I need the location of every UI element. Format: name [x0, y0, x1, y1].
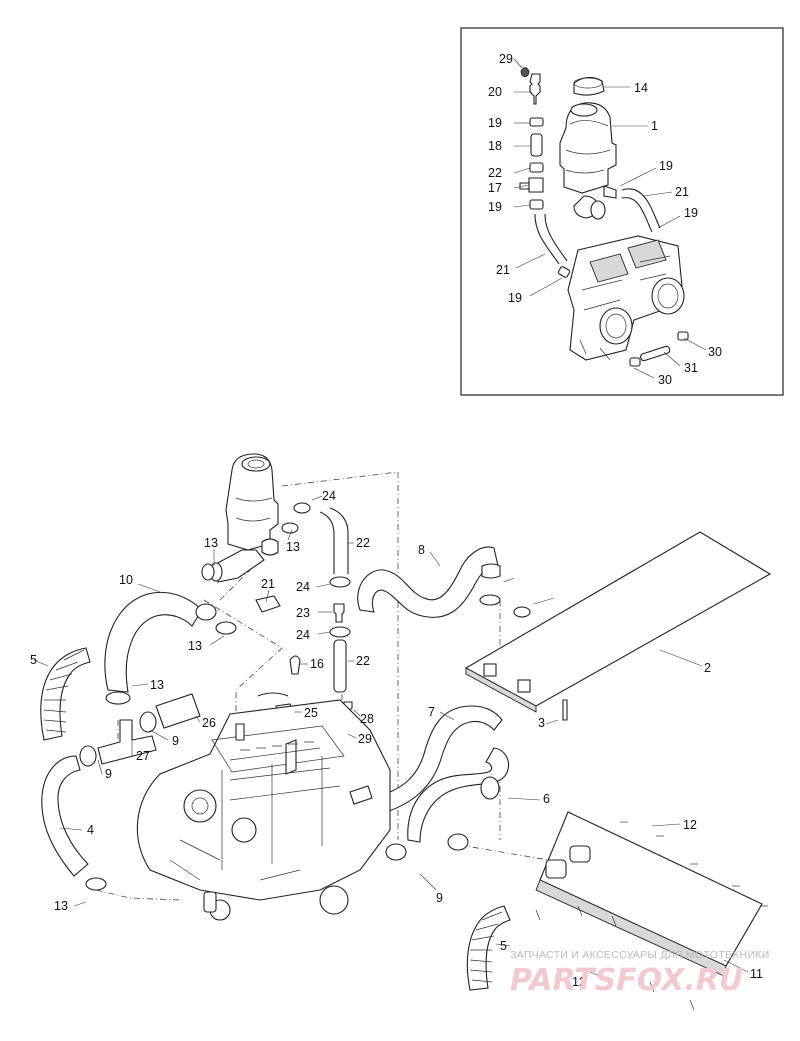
- callout-28: 28: [360, 712, 374, 726]
- clip-16: [289, 655, 301, 675]
- inset-callout-19-e: 19: [508, 291, 522, 305]
- inset-callout-29: 29: [499, 52, 513, 66]
- inset-callout-30-a: 30: [708, 345, 722, 359]
- callout-13-b: 13: [286, 540, 300, 554]
- callout-9-b: 9: [105, 767, 112, 781]
- callout-24-c: 24: [296, 628, 310, 642]
- callout-24-a: 24: [322, 489, 336, 503]
- hose-10-end: [195, 603, 217, 621]
- callout-9-a: 9: [172, 734, 179, 748]
- corrugated-hose-5-upper: [40, 647, 91, 741]
- hose-22-upper: [319, 507, 349, 574]
- callout-3: 3: [538, 716, 545, 730]
- callout-8: 8: [418, 543, 425, 557]
- main-callouts: 24 22 13 8 10 21 13 13 24 23 22 24 16 2 …: [30, 489, 763, 989]
- inset-callout-20: 20: [488, 85, 502, 99]
- inset-callout-21-b: 21: [496, 263, 510, 277]
- watermark-logo: PARTSFOX.RU: [510, 963, 743, 998]
- callout-24-b: 24: [296, 580, 310, 594]
- callout-22-a: 22: [356, 536, 370, 550]
- callout-13-a: 13: [204, 536, 218, 550]
- lower-heat-exchanger: [535, 811, 768, 1011]
- reservoir-clamps: [201, 502, 311, 581]
- callout-27: 27: [136, 749, 150, 763]
- callout-5-b: 5: [500, 939, 507, 953]
- watermark: ЗАПЧАСТИ И АКСЕССУАРЫ ДЛЯ МОТОТЕХНИКИ PA…: [510, 949, 770, 998]
- inset-callout-30-b: 30: [658, 373, 672, 387]
- main-leaders: [33, 495, 749, 979]
- callout-13-c: 13: [188, 639, 202, 653]
- inset-coolant-reservoir: [559, 102, 617, 220]
- inset-callouts: 29 20 14 1 19 18 22 17 19 19 21 19 21 19…: [488, 52, 722, 387]
- inset-reservoir-cap: [573, 76, 605, 96]
- corrugated-hose-5-lower: [466, 905, 511, 991]
- callout-7: 7: [428, 705, 435, 719]
- callout-13-e: 13: [54, 899, 68, 913]
- callout-16: 16: [310, 657, 324, 671]
- inset-callout-19-c: 19: [659, 159, 673, 173]
- inset-fitting-stack: [519, 67, 571, 278]
- hose-6: [407, 747, 510, 843]
- main-coolant-reservoir: [209, 453, 279, 583]
- inset-callout-18: 18: [488, 139, 502, 153]
- inset-callout-1: 1: [651, 119, 658, 133]
- callout-9-c: 9: [436, 891, 443, 905]
- callout-22-b: 22: [356, 654, 370, 668]
- callout-11: 11: [750, 967, 763, 981]
- clamp-9-lower-b: [447, 833, 469, 851]
- tee-fitting-27: [79, 711, 157, 767]
- callout-4: 4: [87, 823, 94, 837]
- inset-callout-21-a: 21: [675, 185, 689, 199]
- hose-4: [41, 755, 89, 877]
- clamp-24-upper: [329, 576, 351, 588]
- inset-callout-19-d: 19: [684, 206, 698, 220]
- inset-leaders: [513, 58, 707, 379]
- bracket-21: [255, 595, 281, 613]
- watermark-caption: ЗАПЧАСТИ И АКСЕССУАРЫ ДЛЯ МОТОТЕХНИКИ: [510, 949, 770, 961]
- inset-callout-31: 31: [684, 361, 698, 375]
- callout-2: 2: [704, 661, 711, 675]
- inset-callout-19-b: 19: [488, 200, 502, 214]
- hose-8-end: [481, 563, 501, 579]
- callout-5-a: 5: [30, 653, 37, 667]
- inset-frame: [460, 27, 784, 396]
- clamp-13-plate-b: [513, 606, 531, 618]
- small-hose-25: [257, 692, 289, 697]
- callout-12-a: 12: [683, 818, 697, 832]
- hose-6-end: [480, 776, 500, 800]
- callout-21: 21: [261, 577, 275, 591]
- callout-25: 25: [304, 706, 318, 720]
- inset-callout-22: 22: [488, 166, 502, 180]
- engine-block: [136, 699, 391, 921]
- inset-hose-upper: [621, 188, 661, 233]
- inset-throttle-body: [567, 235, 689, 367]
- clamp-13-mid: [215, 621, 237, 635]
- fitting-column-main: [329, 603, 351, 693]
- hose-7: [369, 705, 503, 817]
- clamp-9-lower-a: [385, 843, 407, 861]
- callout-13-d: 13: [150, 678, 164, 692]
- callout-10: 10: [119, 573, 133, 587]
- clamp-13-plate-a: [479, 594, 501, 606]
- inset-callout-14: 14: [634, 81, 648, 95]
- heat-exchanger-plate: [464, 531, 772, 725]
- clamp-13-left: [105, 691, 131, 705]
- callout-12-b: 12: [572, 975, 586, 989]
- inset-callout-17: 17: [488, 181, 502, 195]
- callout-29: 29: [358, 732, 372, 746]
- callout-6: 6: [543, 792, 550, 806]
- callout-23: 23: [296, 606, 310, 620]
- callout-26: 26: [202, 716, 216, 730]
- inset-callout-19-a: 19: [488, 116, 502, 130]
- clamp-13-bottom: [85, 877, 107, 891]
- hose-8: [357, 546, 499, 618]
- pipe-26: [155, 693, 201, 729]
